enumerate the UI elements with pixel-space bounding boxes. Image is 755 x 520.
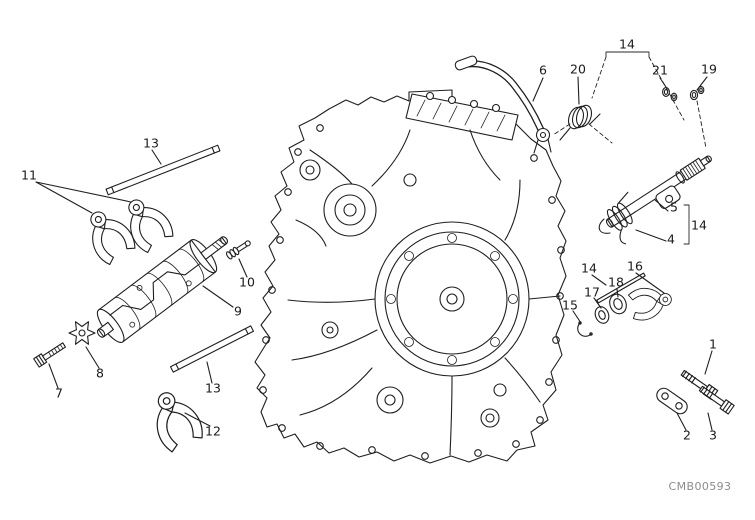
callout-8: 8 (96, 366, 104, 381)
assembly-dashed-lines (552, 100, 707, 149)
spring-hook (598, 218, 611, 234)
shift-fork-upper-left (77, 201, 140, 268)
bracket-top (591, 51, 685, 121)
leader-lines (35, 76, 713, 431)
spacer-pin (596, 272, 646, 304)
casting-ribs (287, 129, 561, 456)
shift-shaft-assembly (605, 155, 712, 245)
callout-18: 18 (608, 275, 624, 290)
return-spring (559, 104, 601, 141)
main-bore (374, 221, 530, 377)
callout-14-top: 14 (619, 37, 635, 52)
gear-lever (454, 55, 552, 154)
selector-rod-upper (105, 144, 221, 196)
detent-star-wheel (68, 321, 96, 345)
crankcase (254, 89, 567, 464)
circlip-15 (577, 321, 593, 337)
callout-5: 5 (670, 200, 678, 215)
callout-3: 3 (709, 428, 717, 443)
callout-1: 1 (709, 337, 717, 352)
callout-13-upper: 13 (143, 136, 159, 151)
bracket-right (683, 204, 690, 245)
callout-10: 10 (239, 275, 255, 290)
shift-drum (96, 236, 229, 343)
callout-9: 9 (234, 304, 242, 319)
callout-12: 12 (205, 424, 221, 439)
callout-7: 7 (55, 386, 63, 401)
diagram-code: CMB00593 (669, 480, 732, 493)
callout-15: 15 (562, 298, 578, 313)
callout-2: 2 (683, 428, 691, 443)
stopper-claw (627, 282, 675, 323)
cylinder-deck (405, 91, 519, 141)
callout-14-mid: 14 (581, 261, 597, 276)
callout-14-right: 14 (691, 218, 707, 233)
washer-17 (594, 306, 610, 324)
callout-19: 19 (701, 62, 717, 77)
callout-16: 16 (627, 259, 643, 274)
callout-20: 20 (570, 62, 586, 77)
callout-6: 6 (539, 63, 547, 78)
callouts: 13 11 6 20 14 21 19 5 14 4 10 9 14 16 17… (21, 37, 717, 443)
bearing-bosses (299, 159, 507, 428)
detent-screw (33, 342, 67, 368)
callout-21: 21 (652, 63, 668, 78)
callout-4: 4 (667, 232, 675, 247)
callout-17: 17 (584, 285, 600, 300)
perimeter-holes (259, 124, 565, 460)
selector-rod-lower (169, 325, 255, 373)
washer-18 (609, 293, 627, 315)
detent-pin (225, 240, 251, 260)
callout-11: 11 (21, 168, 37, 183)
callout-13-lower: 13 (205, 381, 221, 396)
retainer-plate (656, 387, 688, 415)
washers-19 (689, 85, 705, 101)
